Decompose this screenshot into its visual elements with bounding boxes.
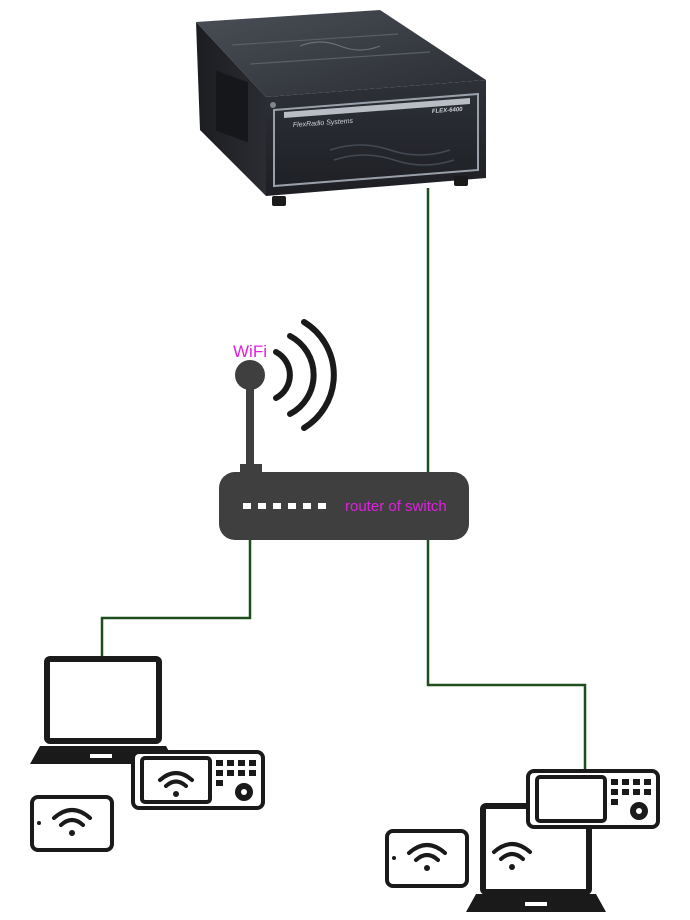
cable-router-to-right-station — [426, 540, 587, 770]
radio-brand-label: FlexRadio Systems — [293, 118, 354, 129]
router-port-leds — [243, 503, 326, 509]
cable-router-to-left-station — [100, 540, 252, 656]
router-label: router of switch — [345, 498, 447, 515]
keypad-buttons — [611, 779, 651, 805]
router-icon — [219, 464, 469, 540]
wifi-signal-icon — [492, 842, 532, 870]
tablet-icon — [30, 795, 114, 852]
wifi-antenna-icon — [235, 319, 337, 468]
wifi-signal-icon — [52, 808, 92, 836]
tablet-icon — [385, 829, 469, 888]
side-vent-grille — [216, 70, 248, 143]
radio-unit: FlexRadio Systems FLEX-6400 — [196, 10, 486, 206]
wifi-label: WiFi — [233, 342, 267, 361]
keypad-buttons — [216, 760, 256, 786]
right-station — [385, 769, 660, 912]
wifi-signal-icon — [407, 843, 447, 871]
wifi-signal-icon — [158, 771, 194, 797]
radio-model-label: FLEX-6400 — [432, 107, 464, 115]
left-station — [30, 656, 265, 852]
laptop-icon — [30, 656, 176, 764]
power-button-icon — [270, 102, 276, 108]
remote-console-icon — [526, 769, 660, 829]
remote-console-icon — [131, 750, 265, 810]
